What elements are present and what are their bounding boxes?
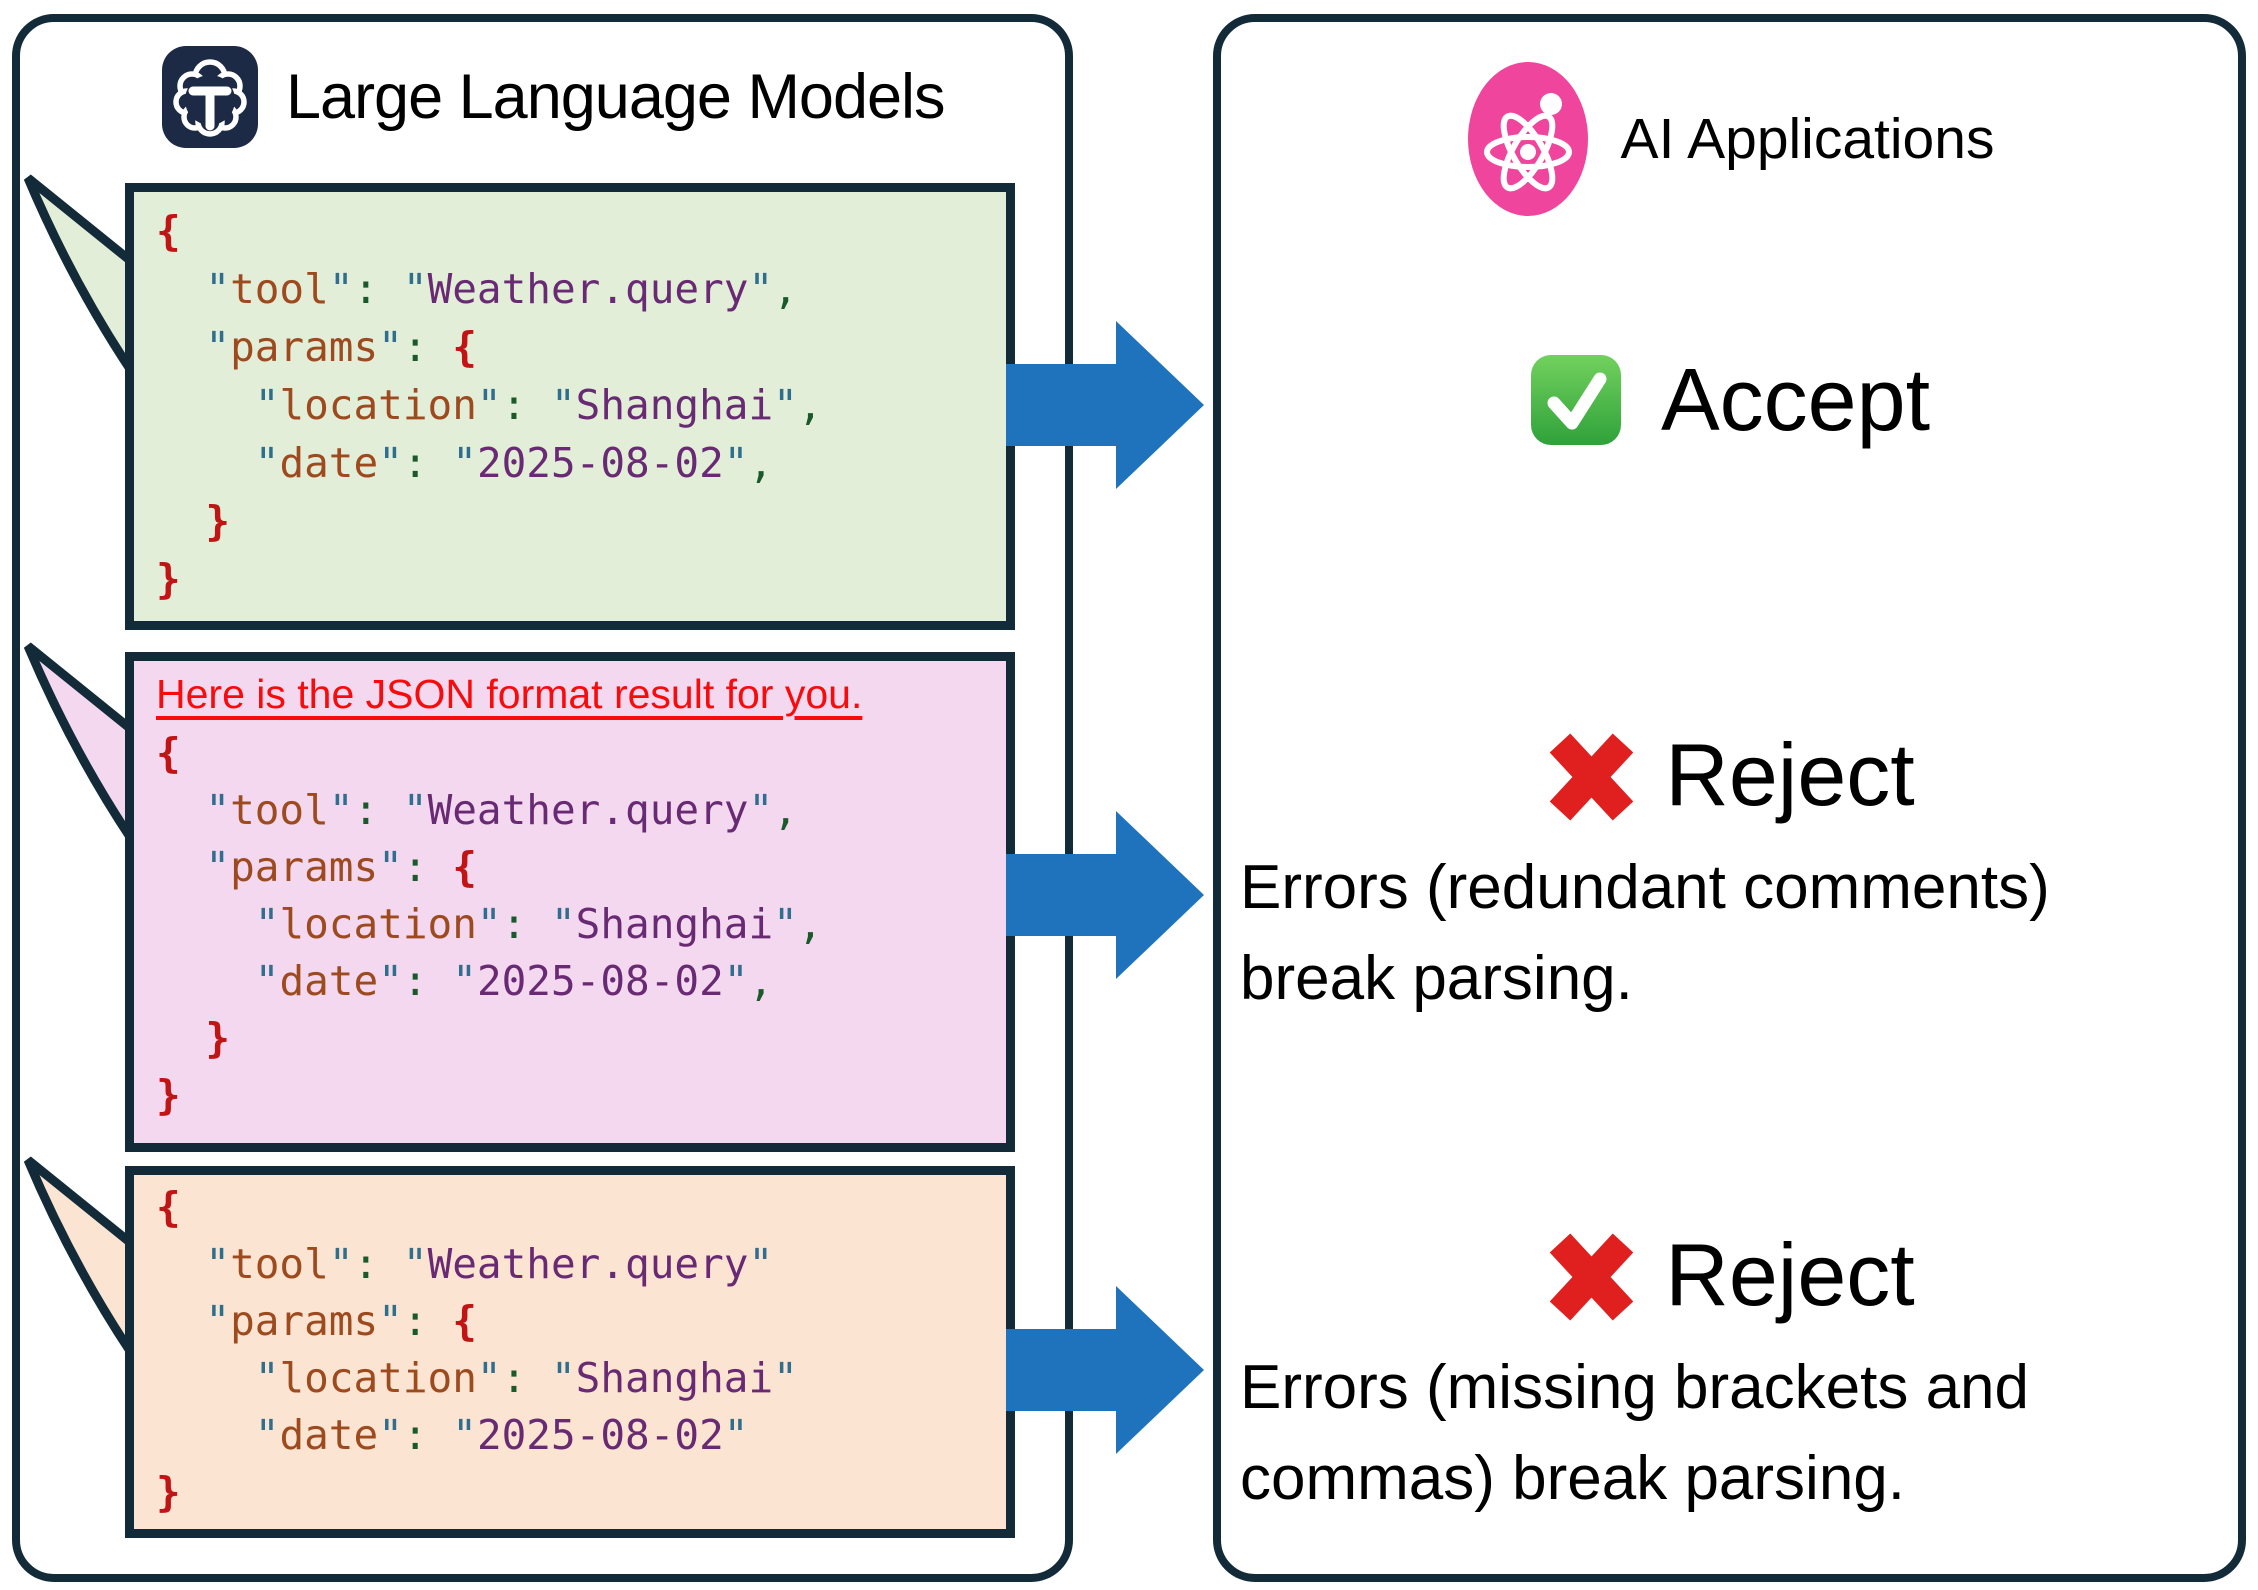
flow-arrow: [1006, 1286, 1204, 1454]
code-line: "location": "Shanghai",: [254, 900, 823, 948]
check-icon: [1530, 355, 1621, 445]
code-line: "tool": "Weather.query": [205, 1240, 774, 1288]
code-line: }: [156, 1071, 181, 1119]
code-line: {: [156, 1183, 181, 1231]
code-line: }: [156, 1468, 181, 1516]
llm-header: Large Language Models: [160, 44, 946, 150]
code-line: }: [205, 497, 231, 545]
commented-json-bubble: Here is the JSON format result for you. {…: [125, 652, 1015, 1152]
code-line: "location": "Shanghai": [254, 1354, 798, 1402]
reject-row-comments: Reject: [1213, 715, 2246, 835]
reject-label: Reject: [1665, 725, 1915, 824]
reason-line: Errors (missing brackets and: [1240, 1353, 2030, 1422]
cross-icon: [1550, 733, 1634, 821]
bubble-tail: [23, 174, 137, 387]
code-line: {: [156, 207, 181, 255]
reject-reason-brackets: Errors (missing brackets and commas) bre…: [1240, 1342, 2230, 1524]
llm-cloud-t-icon: [162, 46, 258, 148]
code-line: }: [156, 555, 181, 603]
valid-json-bubble: { "tool": "Weather.query", "params": { "…: [125, 183, 1015, 630]
cross-icon: [1550, 1233, 1634, 1321]
ai-panel-title: AI Applications: [1620, 106, 1995, 171]
redundant-comment-text: Here is the JSON format result for you.: [156, 671, 863, 717]
ai-applications-panel: [1213, 14, 2246, 1582]
code-line: "params": {: [205, 843, 477, 891]
accept-row: Accept: [1213, 340, 2246, 460]
reason-line: break parsing.: [1240, 944, 1633, 1013]
reject-reason-comments: Errors (redundant comments) break parsin…: [1240, 842, 2230, 1024]
code-line: "location": "Shanghai",: [254, 381, 823, 429]
code-line: "date": "2025-08-02": [254, 1411, 749, 1459]
code-line: "params": {: [205, 323, 477, 371]
flow-arrow: [1006, 321, 1204, 489]
accept-label: Accept: [1660, 350, 1931, 449]
flow-arrow: [1006, 811, 1204, 979]
code-line: "date": "2025-08-02",: [254, 439, 774, 487]
ai-applications-header: AI Applications: [1213, 56, 2246, 221]
reason-line: commas) break parsing.: [1240, 1444, 1906, 1513]
broken-json-bubble: { "tool": "Weather.query" "params": { "l…: [125, 1166, 1015, 1538]
reason-line: Errors (redundant comments): [1240, 853, 2050, 922]
code-line: }: [205, 1014, 231, 1062]
llm-panel-title: Large Language Models: [286, 62, 946, 132]
code-line: "date": "2025-08-02",: [254, 957, 774, 1005]
reject-row-brackets: Reject: [1213, 1215, 2246, 1335]
code-line: "tool": "Weather.query",: [205, 265, 798, 313]
code-line: {: [156, 729, 181, 777]
bubble-tail: [23, 642, 137, 855]
bubble-tail: [23, 1156, 137, 1369]
atom-icon: [1467, 61, 1588, 216]
code-line: "tool": "Weather.query",: [205, 786, 798, 834]
reject-label: Reject: [1665, 1225, 1915, 1324]
code-line: "params": {: [205, 1297, 477, 1345]
